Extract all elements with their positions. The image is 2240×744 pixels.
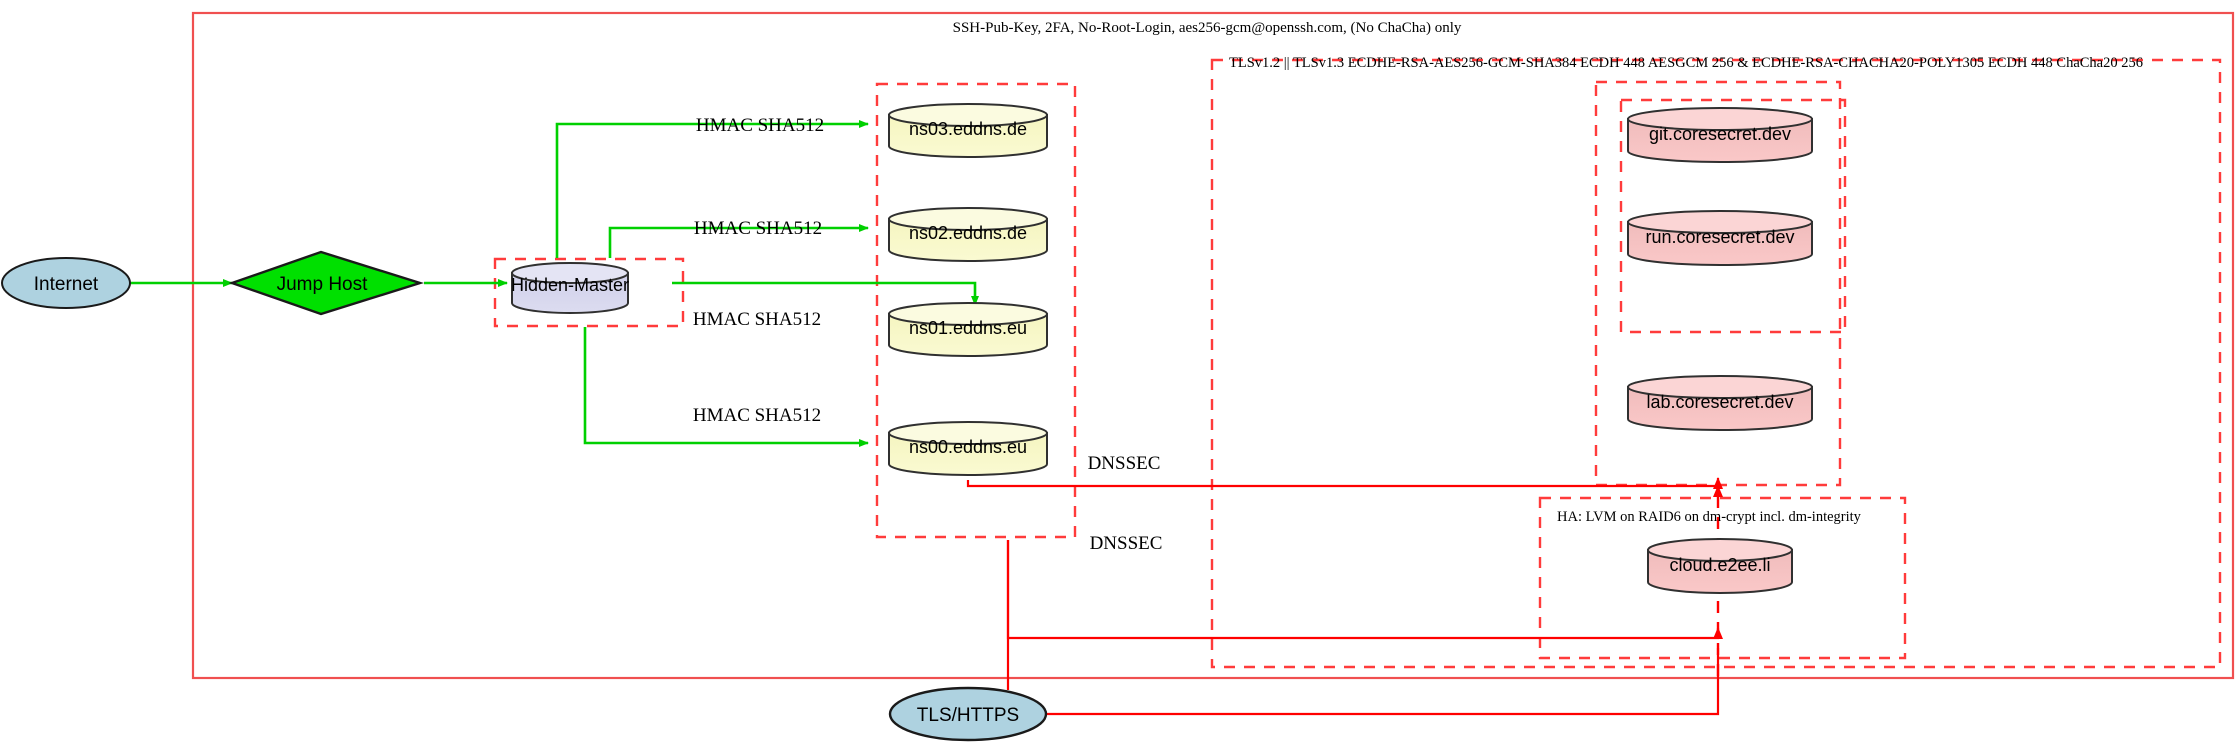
edge-label-hmac-ns00: HMAC SHA512 — [693, 405, 821, 426]
node-tls-https[interactable]: TLS/HTTPS — [888, 686, 1048, 742]
node-ns01-label: ns01.eddns.eu — [909, 318, 1027, 338]
node-ns03[interactable]: ns03.eddns.de — [888, 103, 1048, 158]
coresecret-inner-box — [1619, 98, 1847, 334]
edge-label-dnssec-upper: DNSSEC — [1088, 453, 1161, 474]
edge-dnssec-lower — [1006, 540, 1723, 640]
node-hidden-master[interactable]: Hidden-Master — [511, 262, 629, 314]
node-jump-host-label: Jump Host — [277, 274, 369, 295]
node-ns00-label: ns00.eddns.eu — [909, 437, 1027, 457]
node-hidden-master-label: Hidden-Master — [511, 275, 629, 295]
node-ns03-label: ns03.eddns.de — [909, 119, 1027, 139]
dns-zone-box — [875, 82, 1077, 539]
edge-hiddenmaster-to-ns01 — [672, 281, 979, 306]
node-jump-host[interactable]: Jump Host — [228, 250, 425, 316]
edge-dnssec-upper — [966, 477, 1723, 489]
node-ns00[interactable]: ns00.eddns.eu — [888, 421, 1048, 476]
node-internet[interactable]: Internet — [1, 257, 131, 309]
edge-hiddenmaster-to-ns02 — [608, 224, 869, 258]
node-ns01[interactable]: ns01.eddns.eu — [888, 302, 1048, 357]
tls-zone-box — [1210, 58, 2222, 669]
edge-hiddenmaster-to-ns00 — [583, 327, 869, 447]
ssh-policy-note: SSH-Pub-Key, 2FA, No-Root-Login, aes256-… — [953, 20, 1462, 36]
node-tls-https-label: TLS/HTTPS — [917, 705, 1019, 726]
node-ns02-label: ns02.eddns.de — [909, 223, 1027, 243]
node-git-coresecret-label: git.coresecret.dev — [1649, 124, 1791, 144]
ha-zone-box — [1538, 496, 1907, 660]
edge-label-hmac-ns01: HMAC SHA512 — [693, 309, 821, 330]
node-run-coresecret-label: run.coresecret.dev — [1645, 227, 1794, 247]
ssh-perimeter-box — [191, 11, 2235, 680]
node-run-coresecret[interactable]: run.coresecret.dev — [1627, 210, 1813, 266]
node-lab-coresecret-label: lab.coresecret.dev — [1646, 392, 1793, 412]
node-internet-label: Internet — [34, 274, 99, 295]
edge-label-hmac-ns02: HMAC SHA512 — [694, 218, 822, 239]
edge-label-dnssec-lower: DNSSEC — [1090, 533, 1163, 554]
node-cloud-e2ee-label: cloud.e2ee.li — [1669, 555, 1770, 575]
edge-tlshttps-to-services — [1045, 648, 1720, 716]
node-cloud-e2ee[interactable]: cloud.e2ee.li — [1647, 538, 1793, 594]
edge-hiddenmaster-to-ns03 — [555, 120, 869, 258]
node-ns02[interactable]: ns02.eddns.de — [888, 207, 1048, 262]
edge-label-hmac-ns03: HMAC SHA512 — [696, 115, 824, 136]
node-lab-coresecret[interactable]: lab.coresecret.dev — [1627, 375, 1813, 431]
tls-policy-note: TLSv1.2 || TLSv1.3 ECDHE-RSA-AES256-GCM-… — [1229, 55, 2143, 71]
ha-storage-note: HA: LVM on RAID6 on dm-crypt incl. dm-in… — [1557, 509, 1862, 525]
hidden-master-zone-box — [493, 257, 685, 328]
node-git-coresecret[interactable]: git.coresecret.dev — [1627, 107, 1813, 163]
